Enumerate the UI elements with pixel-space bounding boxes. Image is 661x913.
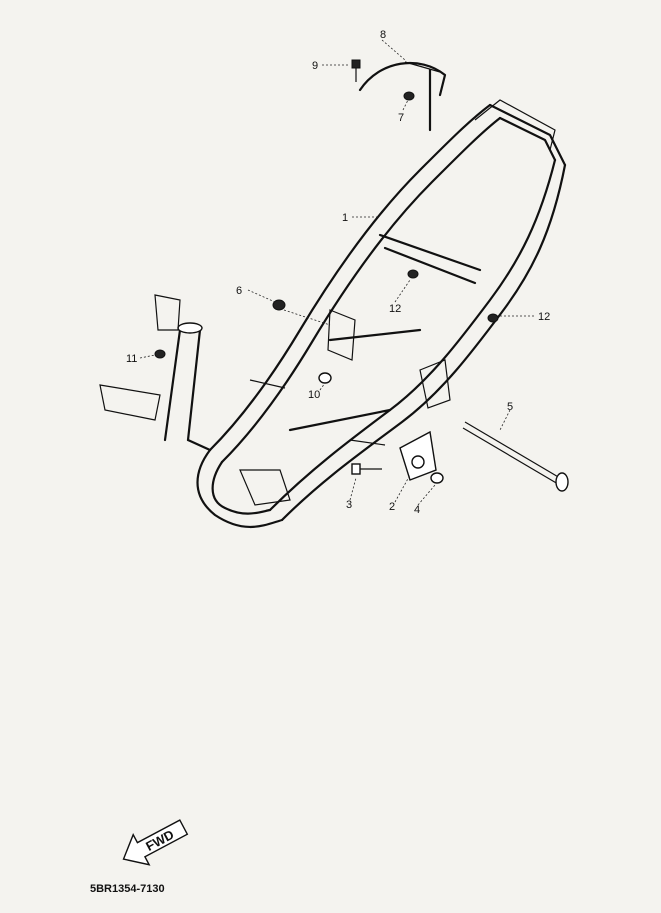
callout-5: 5 [507, 401, 513, 413]
engine-bracket-part-2 [399, 430, 437, 481]
callout-1: 1 [342, 212, 348, 224]
bolt-part-3 [351, 463, 382, 475]
nut-part-7 [403, 91, 415, 101]
nut-part-4 [430, 472, 444, 484]
callout-4: 4 [414, 504, 420, 516]
callout-12-b: 12 [538, 311, 550, 323]
callout-12-a: 12 [389, 303, 401, 315]
callout-3: 3 [346, 499, 352, 511]
nut-part-11 [154, 349, 166, 359]
callout-2: 2 [389, 501, 395, 513]
callout-11: 11 [126, 353, 137, 365]
diagram-code: 5BR1354-7130 [90, 883, 165, 895]
callout-7: 7 [398, 112, 404, 124]
callout-8: 8 [380, 29, 386, 41]
grab-handle-part-8 [358, 61, 447, 132]
leader-lines [139, 39, 535, 506]
main-frame [99, 99, 567, 529]
callout-9: 9 [312, 60, 318, 72]
nut-part-12b [487, 313, 499, 323]
fwd-arrow: FWD [122, 819, 189, 866]
fwd-label: FWD [143, 827, 176, 854]
long-bolt-part-5 [462, 421, 569, 492]
nut-part-6 [272, 299, 286, 311]
bolt-part-9 [351, 59, 361, 82]
callouts: 8 9 7 1 6 12 12 11 10 5 3 2 4 [126, 29, 550, 516]
callout-10: 10 [308, 389, 320, 401]
nut-part-12a [407, 269, 419, 279]
bushing-part-10 [318, 372, 332, 384]
callout-6: 6 [236, 285, 242, 297]
